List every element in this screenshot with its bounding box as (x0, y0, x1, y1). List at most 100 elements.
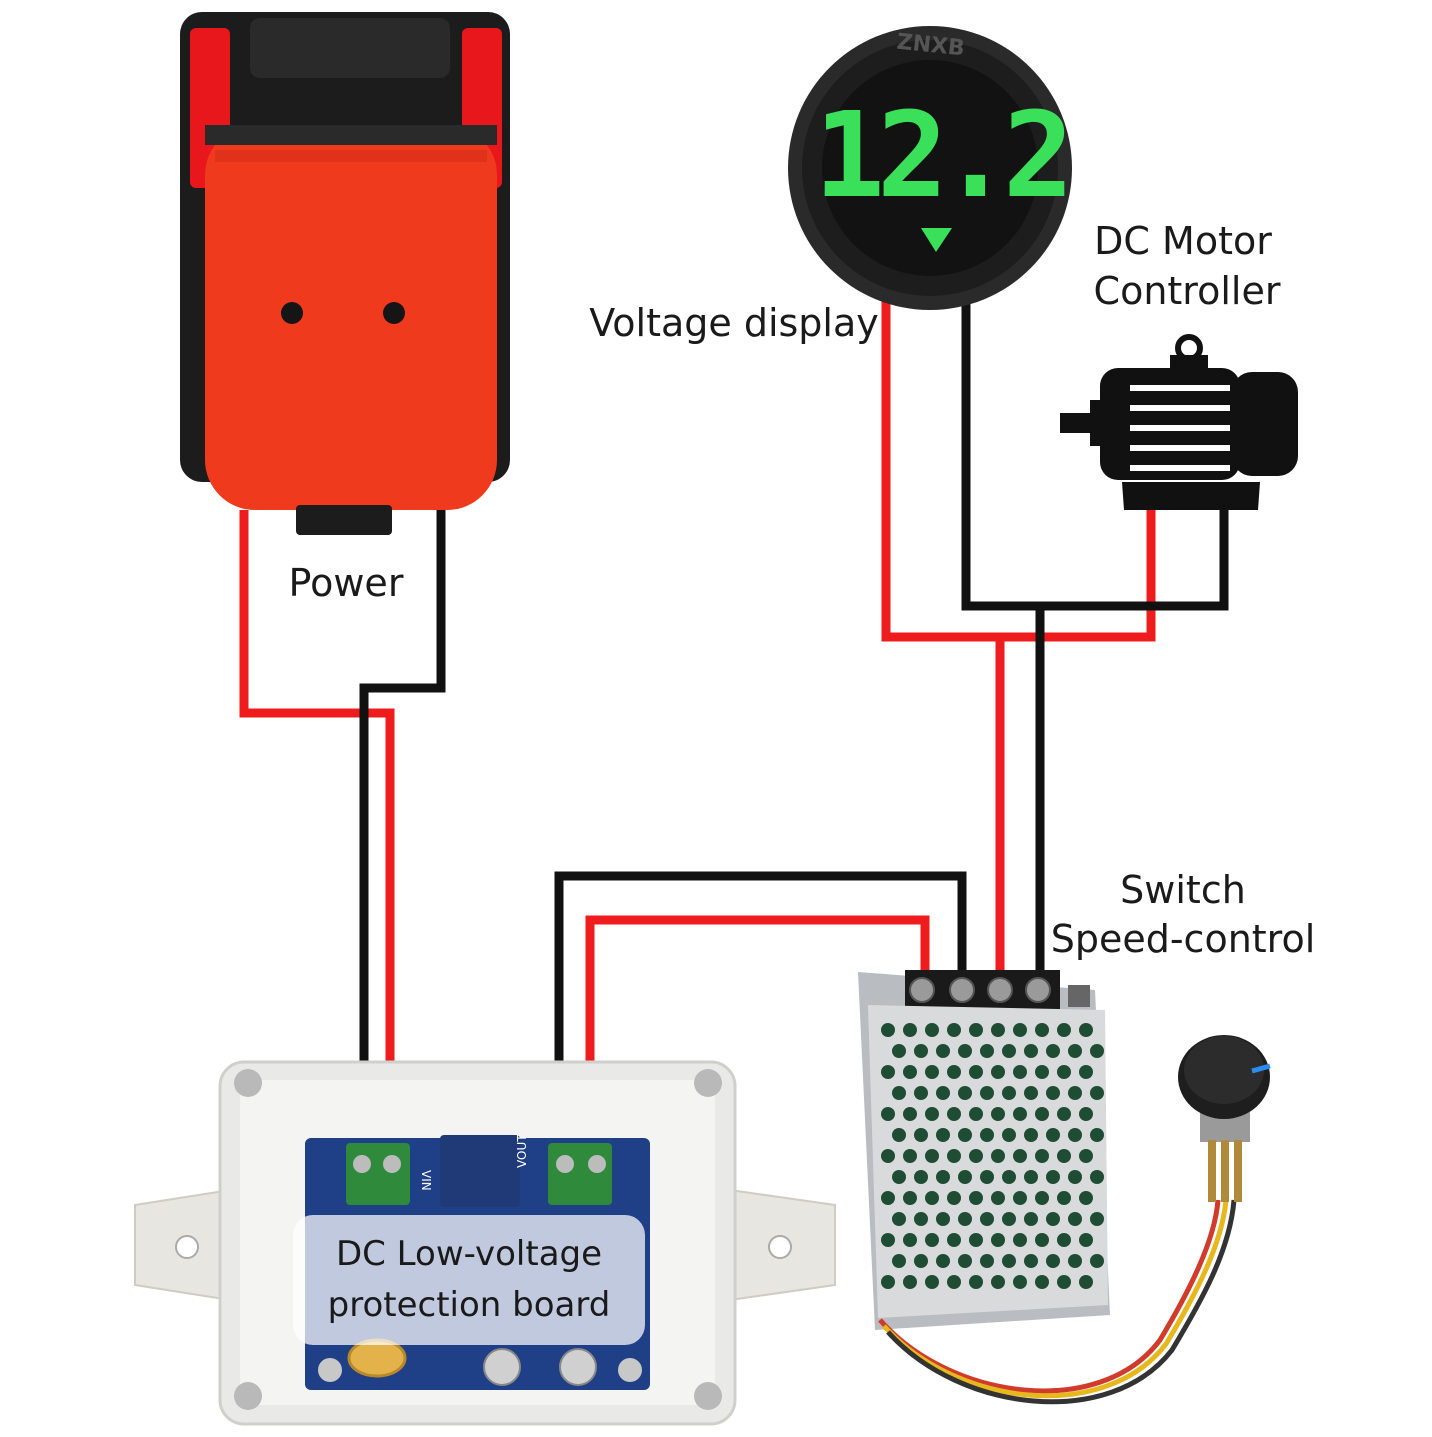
vent-hole (936, 1044, 950, 1058)
vent-hole (1046, 1044, 1060, 1058)
vent-hole (881, 1107, 895, 1121)
label-speed-line2: Speed-control (1051, 917, 1316, 961)
vent-holes (881, 1023, 1104, 1289)
vent-hole (903, 1233, 917, 1247)
vent-hole (881, 1023, 895, 1037)
vent-hole (947, 1149, 961, 1163)
vent-hole (969, 1191, 983, 1205)
vent-hole (958, 1212, 972, 1226)
vent-hole (936, 1086, 950, 1100)
wire-battery-negative (359, 510, 446, 1085)
vent-hole (1057, 1065, 1071, 1079)
vent-hole (1046, 1170, 1060, 1184)
vent-hole (903, 1149, 917, 1163)
vent-hole (1035, 1065, 1049, 1079)
vent-hole (1068, 1128, 1082, 1142)
vent-hole (947, 1233, 961, 1247)
vent-hole (936, 1212, 950, 1226)
vent-hole (1024, 1212, 1038, 1226)
vent-hole (1013, 1107, 1027, 1121)
vent-hole (1002, 1170, 1016, 1184)
vent-hole (1035, 1191, 1049, 1205)
vent-hole (1079, 1107, 1093, 1121)
vent-hole (925, 1065, 939, 1079)
vent-hole (1068, 1212, 1082, 1226)
vent-hole (892, 1212, 906, 1226)
vent-hole (892, 1128, 906, 1142)
vent-hole (925, 1233, 939, 1247)
vent-hole (914, 1086, 928, 1100)
vent-hole (903, 1065, 917, 1079)
vent-hole (947, 1065, 961, 1079)
vent-hole (1068, 1254, 1082, 1268)
vent-hole (980, 1254, 994, 1268)
vent-hole (1035, 1149, 1049, 1163)
vent-hole (969, 1065, 983, 1079)
vent-hole (991, 1107, 1005, 1121)
vent-hole (947, 1191, 961, 1205)
vent-hole (936, 1128, 950, 1142)
vent-hole (991, 1233, 1005, 1247)
vent-hole (991, 1149, 1005, 1163)
vent-hole (947, 1275, 961, 1289)
vent-hole (1046, 1212, 1060, 1226)
voltmeter-reading: 12.2 (814, 86, 1066, 224)
vent-hole (1013, 1191, 1027, 1205)
vent-hole (980, 1128, 994, 1142)
vent-hole (958, 1044, 972, 1058)
vent-hole (892, 1086, 906, 1100)
vent-hole (914, 1128, 928, 1142)
vent-hole (1079, 1023, 1093, 1037)
vent-hole (1068, 1170, 1082, 1184)
vent-hole (980, 1212, 994, 1226)
vent-hole (1002, 1212, 1016, 1226)
vent-hole (914, 1170, 928, 1184)
vent-hole (1057, 1233, 1071, 1247)
vent-hole (1002, 1044, 1016, 1058)
voltmeter-arrow (921, 228, 952, 252)
vent-hole (969, 1275, 983, 1289)
vent-hole (1013, 1149, 1027, 1163)
vent-hole (1090, 1254, 1104, 1268)
vent-hole (969, 1233, 983, 1247)
vent-hole (991, 1023, 1005, 1037)
vent-hole (1079, 1149, 1093, 1163)
vent-hole (1035, 1233, 1049, 1247)
vent-hole (947, 1107, 961, 1121)
vent-hole (1024, 1044, 1038, 1058)
wire-voltmeter-positive (881, 300, 1156, 642)
vent-hole (991, 1275, 1005, 1289)
vent-hole (903, 1191, 917, 1205)
vent-hole (1013, 1065, 1027, 1079)
vent-hole (1024, 1128, 1038, 1142)
label-motor-line2: Controller (1094, 269, 1281, 313)
vent-hole (903, 1023, 917, 1037)
vent-hole (1024, 1086, 1038, 1100)
vent-hole (1057, 1107, 1071, 1121)
vent-hole (1024, 1170, 1038, 1184)
vent-hole (991, 1191, 1005, 1205)
vent-hole (1068, 1044, 1082, 1058)
vent-hole (969, 1107, 983, 1121)
speed-controller-icon (858, 970, 1237, 1405)
vent-hole (980, 1086, 994, 1100)
vent-hole (1035, 1275, 1049, 1289)
voltmeter-icon: ZNXB 12.2 (788, 26, 1074, 310)
vent-hole (947, 1023, 961, 1037)
vent-hole (958, 1254, 972, 1268)
vent-hole (925, 1023, 939, 1037)
board-vout-mark: VOUT (515, 1134, 529, 1168)
vent-hole (881, 1233, 895, 1247)
vent-hole (1057, 1149, 1071, 1163)
wire-board-out-positive (585, 915, 930, 1085)
vent-hole (1079, 1191, 1093, 1205)
label-power: Power (289, 561, 404, 605)
vent-hole (1068, 1086, 1082, 1100)
vent-hole (925, 1149, 939, 1163)
vent-hole (892, 1044, 906, 1058)
vent-hole (1013, 1275, 1027, 1289)
vent-hole (925, 1275, 939, 1289)
vent-hole (936, 1170, 950, 1184)
vent-hole (1002, 1128, 1016, 1142)
